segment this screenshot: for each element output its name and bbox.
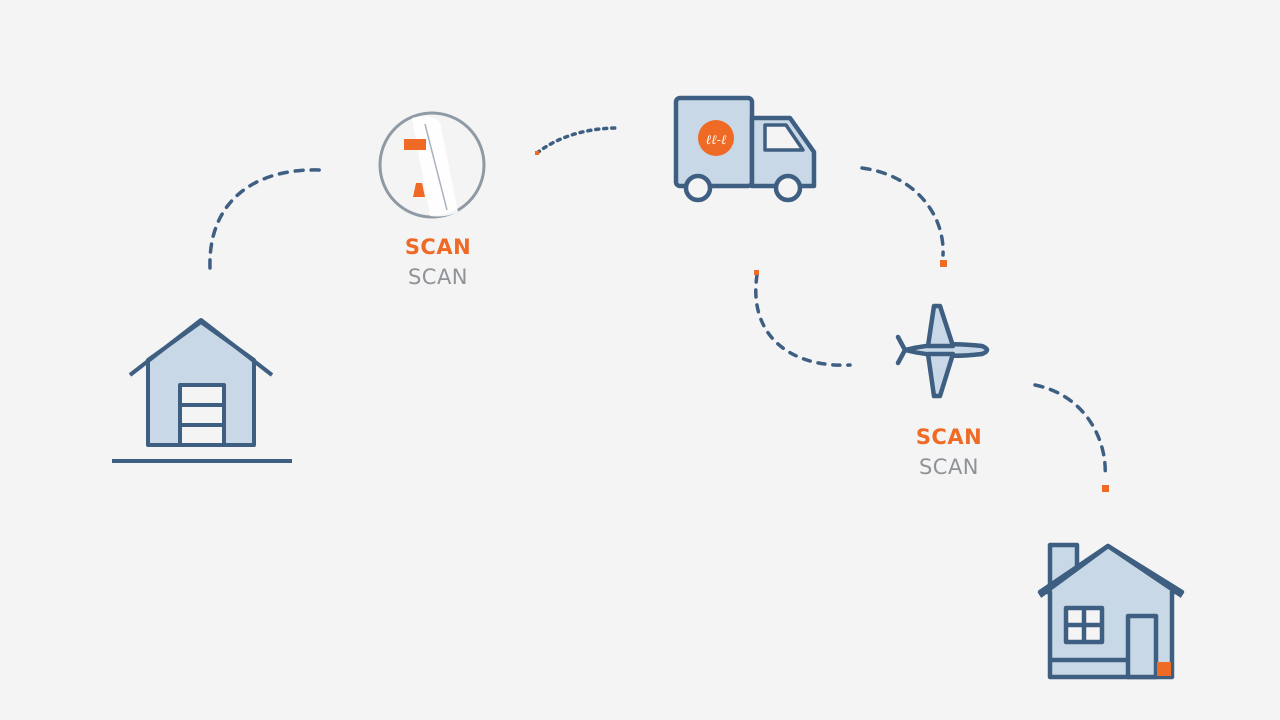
warehouse-icon	[112, 318, 292, 463]
scan-label-secondary-1: SCAN	[407, 265, 469, 289]
scan-label-primary-1: SCAN	[404, 235, 472, 259]
truck-logo-script: ℓℓ-ℓ	[706, 133, 727, 148]
connector-warehouse-to-scanner	[208, 168, 322, 270]
scan-label-primary-2: SCAN	[915, 425, 983, 449]
scanner-icon	[378, 111, 486, 219]
connector-scanner-to-truck	[535, 126, 620, 155]
route-dot-orange-2	[1102, 485, 1109, 492]
house-icon	[1037, 542, 1185, 680]
airplane-icon	[895, 303, 990, 399]
connector-plane-to-house	[1033, 383, 1107, 480]
route-dot-orange-4	[535, 151, 539, 155]
delivery-truck-icon: ℓℓ-ℓ	[673, 95, 817, 203]
connector-loop-to-plane	[754, 273, 852, 367]
route-connectors	[208, 126, 1107, 480]
connector-truck-to-plane	[860, 166, 945, 257]
scan-label-secondary-2: SCAN	[918, 455, 980, 479]
route-dot-orange-3	[754, 270, 759, 275]
route-dot-orange-1	[940, 260, 947, 267]
